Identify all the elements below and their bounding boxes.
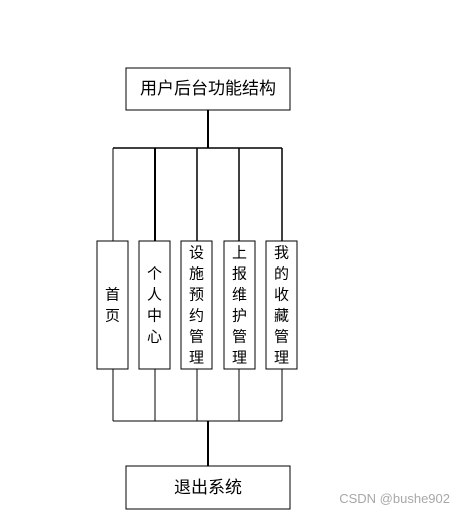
- footer-node: 退出系统: [125, 465, 291, 510]
- title-label: 用户后台功能结构: [140, 79, 276, 99]
- child-label-4: 上报维护管理: [232, 244, 247, 367]
- child-label-2: 个人中心: [147, 265, 162, 346]
- child-node-5: 我的收藏管理: [265, 240, 298, 370]
- watermark: CSDN @bushe902: [339, 491, 450, 506]
- child-label-5: 我的收藏管理: [274, 244, 289, 367]
- child-node-2: 个人中心: [138, 240, 171, 370]
- child-label-1: 首页: [105, 286, 120, 325]
- footer-label: 退出系统: [174, 478, 242, 498]
- connector-lines: [112, 110, 283, 466]
- child-label-3: 设施预约管理: [189, 244, 204, 367]
- child-node-1: 首页: [96, 240, 129, 370]
- child-node-3: 设施预约管理: [180, 240, 213, 370]
- title-node: 用户后台功能结构: [125, 67, 291, 111]
- child-node-4: 上报维护管理: [223, 240, 256, 370]
